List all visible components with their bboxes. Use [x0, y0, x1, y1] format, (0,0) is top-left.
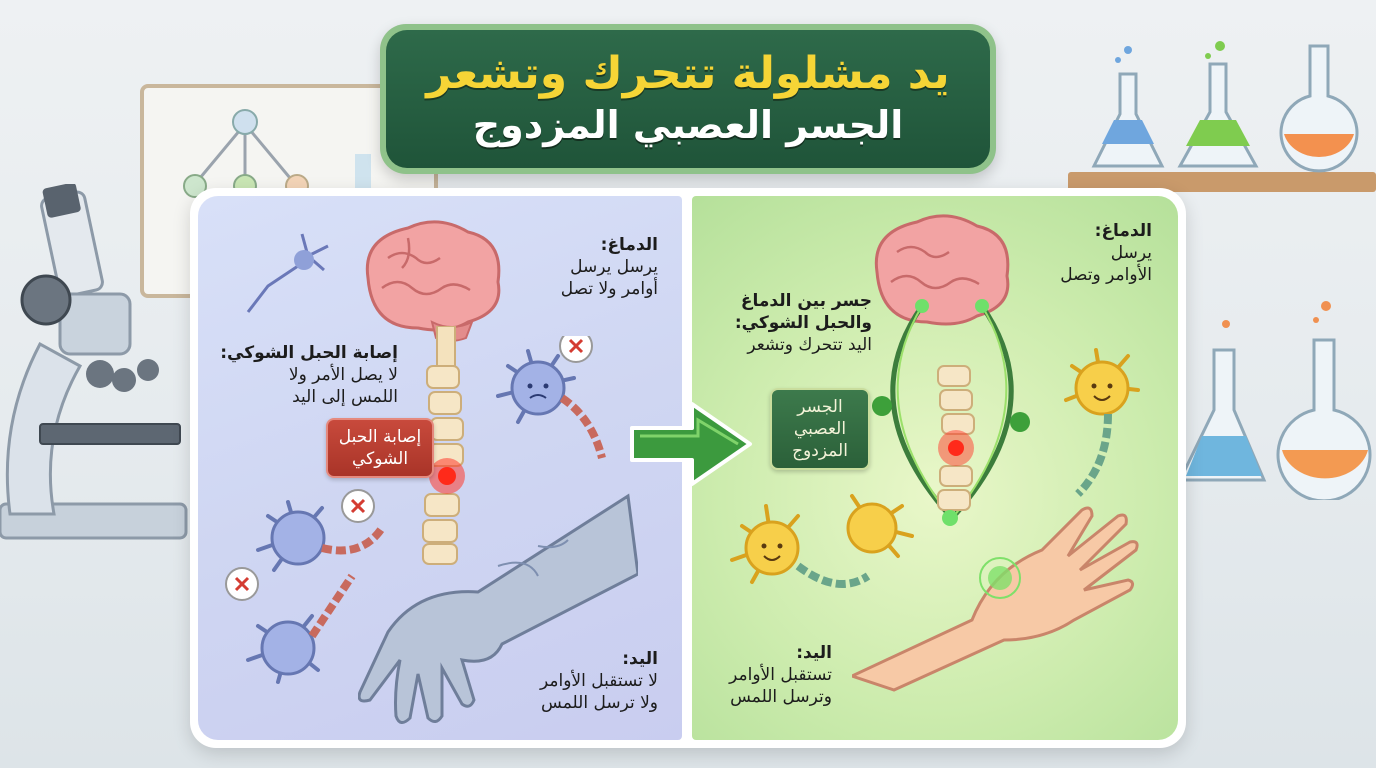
bridge-tag-line1: الجسر: [797, 397, 843, 417]
right-hand-heading: اليد:: [796, 643, 832, 663]
flask-icon: [1091, 41, 1359, 173]
neuron-icon: [225, 489, 386, 684]
left-hand-line1: لا تستقبل الأوامر: [540, 671, 658, 692]
spine-icon: [422, 326, 465, 565]
left-hand-line2: ولا ترسل اللمس: [541, 693, 658, 714]
bridge-line1: اليد تتحرك وتشعر: [747, 335, 872, 356]
hand-icon: [358, 493, 638, 724]
left-injury-heading: إصابة الحبل الشوكي:: [220, 343, 398, 363]
right-brain-line2: الأوامر وتصل: [1060, 265, 1152, 286]
bridge-tag-line3: المزدوج: [792, 441, 848, 462]
injury-tag-line2: الشوكي: [351, 449, 409, 470]
right-hand-line2: وترسل اللمس: [730, 687, 832, 708]
arrow-right-icon: [630, 402, 752, 486]
panel-injured: الدماغ: يرسل يرسل أوامر ولا تصل إصابة ال…: [198, 196, 682, 740]
neuron-icon: [730, 494, 914, 588]
comparison-card: الدماغ: يرسل يرسل أوامر ولا تصل إصابة ال…: [190, 188, 1186, 748]
right-brain-line1: يرسل: [1110, 243, 1152, 264]
bridge-heading2: والحبل الشوكي:: [734, 313, 872, 334]
brain-icon: [874, 214, 1010, 326]
right-hand-line1: تستقبل الأوامر: [729, 665, 832, 686]
bridge-label: جسر بين الدماغ والحبل الشوكي: اليد تتحرك…: [702, 290, 872, 356]
left-brain-line1: يرسل يرسل: [570, 257, 658, 278]
bridge-tag-line2: العصبي: [793, 419, 847, 440]
page-subtitle: الجسر العصبي المزدوج: [472, 102, 904, 147]
title-banner: يد مشلولة تتحرك وتشعر الجسر العصبي المزد…: [380, 24, 996, 174]
background-shelf: [1068, 172, 1376, 192]
left-injury-line2: اللمس إلى اليد: [292, 387, 398, 408]
spine-icon: [872, 299, 1030, 526]
injury-tag: إصابة الحبل الشوكي: [326, 418, 434, 479]
bridge-heading1: جسر بين الدماغ: [740, 291, 872, 311]
left-hand-label: اليد: لا تستقبل الأوامر ولا ترسل اللمس: [498, 648, 658, 714]
left-hand-heading: اليد:: [622, 649, 658, 669]
left-injury-line1: لا يصل الأمر ولا: [288, 365, 398, 386]
flask-icon: [1186, 301, 1372, 500]
right-brain-label: الدماغ: يرسل الأوامر وتصل: [1022, 220, 1152, 286]
neuron-icon: [246, 233, 329, 313]
panel-bridged: الدماغ: يرسل الأوامر وتصل جسر بين الدماغ…: [692, 196, 1178, 740]
neuron-icon: [1064, 348, 1140, 497]
bridge-tag: الجسر العصبي المزدوج: [770, 388, 870, 471]
neuron-icon: [496, 336, 606, 460]
page-title: يد مشلولة تتحرك وتشعر: [426, 47, 950, 99]
left-injury-label: إصابة الحبل الشوكي: لا يصل الأمر ولا الل…: [208, 342, 398, 408]
right-hand-label: اليد: تستقبل الأوامر وترسل اللمس: [702, 642, 832, 708]
microscope-icon: [0, 184, 188, 540]
panel-divider: [684, 196, 690, 740]
left-brain-line2: أوامر ولا تصل: [560, 279, 658, 300]
left-brain-heading: الدماغ:: [600, 235, 658, 255]
left-brain-label: الدماغ: يرسل يرسل أوامر ولا تصل: [498, 234, 658, 300]
injury-tag-line1: إصابة الحبل: [338, 427, 422, 447]
right-brain-heading: الدماغ:: [1094, 221, 1152, 241]
hand-icon: [852, 506, 1139, 692]
